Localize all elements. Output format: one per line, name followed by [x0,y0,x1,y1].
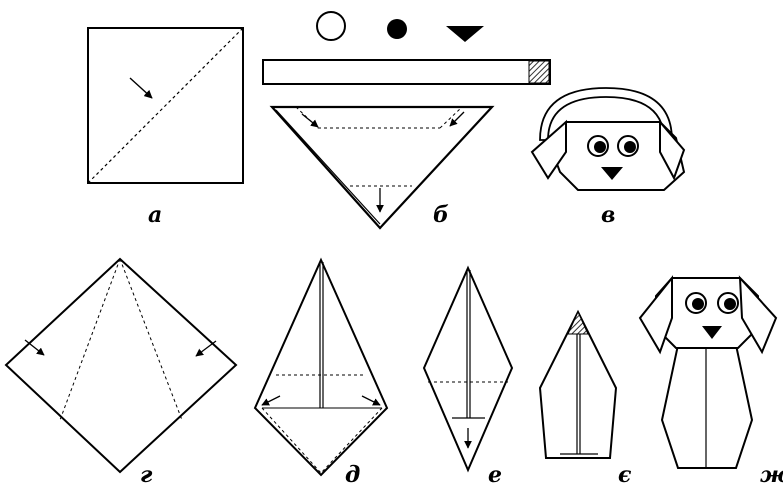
step-label-g: г [140,462,153,488]
circle-outline-icon [317,12,345,40]
step-g-diamond [6,259,236,472]
step-label-zh: ж [760,462,783,488]
step-label-ye: є [618,462,632,488]
step-label-d: д [345,462,360,488]
step-e-kite [424,268,512,470]
triangle-filled-icon [446,26,484,42]
step-ye-shape [540,312,616,458]
legend-shapes [317,12,484,42]
step-a-square [88,28,243,183]
paper-strip [263,60,550,84]
step-zh-dog [640,278,776,468]
step-label-e: е [488,462,502,488]
step-b-triangle [272,107,492,228]
step-label-a: а [148,202,162,228]
step-label-b: б [433,202,449,228]
step-v-dog-head [532,88,684,190]
step-d-kite [255,260,387,475]
circle-filled-icon [387,19,407,39]
step-label-v: в [601,202,615,228]
